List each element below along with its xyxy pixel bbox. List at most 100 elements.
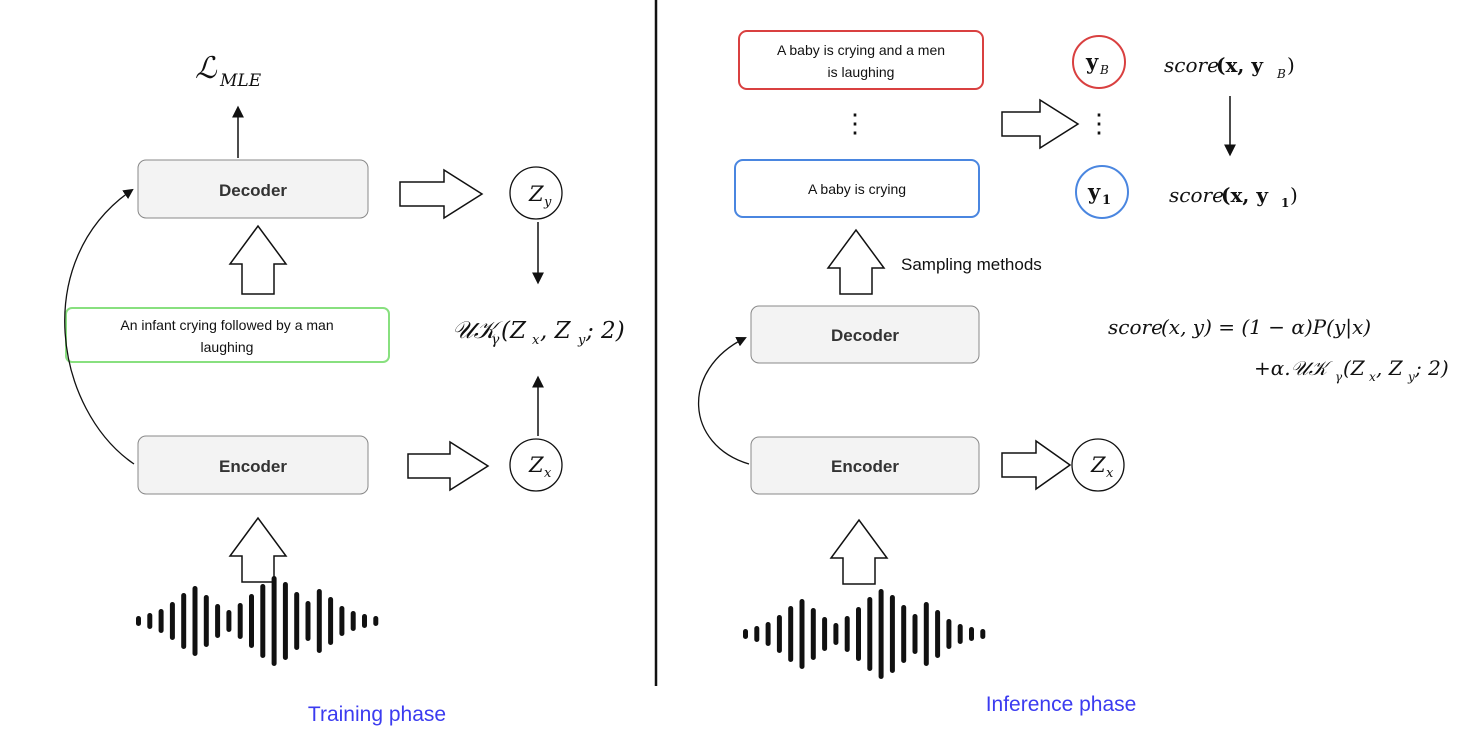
waveform-bar: [980, 629, 986, 639]
waveform-bar: [957, 624, 963, 644]
formula-line2-b: (Z: [1343, 356, 1366, 380]
formula-line2-d: ; 2): [1414, 356, 1449, 380]
score-b-close: ): [1287, 53, 1295, 77]
uk-args-b-sub: y: [577, 333, 586, 348]
waveform-bar: [878, 589, 884, 679]
waveform-bar: [237, 603, 243, 639]
loss-subscript: MLE: [219, 71, 262, 91]
inference-encoder-block: Encoder: [750, 436, 980, 495]
formula-line2-c: , Z: [1376, 356, 1404, 380]
waveform-bar: [294, 592, 300, 650]
inference-decoder-box: [750, 305, 980, 364]
score-1-close: ): [1290, 183, 1298, 207]
waveform-bar: [373, 616, 379, 626]
score-b-args: (x, y: [1216, 53, 1264, 77]
waveform-bar: [754, 626, 760, 642]
training-decoder-block: Decoder: [137, 159, 369, 219]
uk-subscript: γ: [491, 332, 500, 348]
training-encoder-label: Encoder: [219, 457, 287, 476]
yb-node: y B: [1072, 35, 1126, 89]
inference-decoder-label: Decoder: [831, 326, 899, 345]
zy-node: Z y: [509, 166, 563, 220]
inference-encoder-label: Encoder: [831, 457, 899, 476]
waveform-bar: [362, 614, 367, 628]
inference-phase-label: Inference phase: [986, 693, 1137, 716]
waveform-bar: [328, 597, 334, 645]
uk-args-c: ; 2): [585, 318, 625, 344]
waveform-bar: [282, 582, 288, 660]
waveform-bar: [946, 619, 952, 649]
caption-b-line1: A baby is crying and a men: [777, 42, 945, 58]
loss-symbol: ℒ: [195, 51, 218, 86]
inference-skip-arrow: [697, 337, 750, 465]
training-caption-box: [65, 307, 390, 363]
inference-audio-to-encoder-block-arrow: [829, 518, 889, 585]
uk-divergence-formula: 𝒰𝒦 γ (Z x , Z y ; 2): [452, 316, 625, 348]
waveform-bar: [743, 629, 748, 639]
training-caption-line1: An infant crying followed by a man: [120, 317, 333, 333]
training-decoder-box: [137, 159, 369, 219]
score-y1: score (x, y 1 ): [1169, 183, 1298, 210]
waveform-bar: [203, 595, 209, 647]
waveform-bar: [856, 607, 861, 661]
training-zx-node: Z x: [509, 438, 563, 492]
sampling-methods-label: Sampling methods: [901, 255, 1042, 274]
waveform-bar: [339, 606, 345, 636]
inference-decoder-block: Decoder: [750, 305, 980, 364]
yb-subscript: B: [1099, 63, 1109, 77]
score-b-fn: score: [1164, 53, 1219, 77]
training-encoder-block: Encoder: [137, 435, 369, 495]
caption-1-text: A baby is crying: [808, 181, 906, 197]
waveform-bar: [822, 617, 828, 651]
uk-symbol: 𝒰𝒦: [452, 316, 504, 344]
waveform-bar: [833, 623, 839, 645]
caption-to-decoder-block-arrow: [228, 224, 288, 295]
inference-audio-waveform: [743, 589, 986, 679]
waveform-bar: [136, 616, 141, 626]
caption-b-line2: is laughing: [828, 64, 895, 80]
waveform-bar: [249, 594, 254, 648]
formula-line2-sub3: y: [1407, 370, 1415, 384]
waveform-bar: [901, 605, 907, 663]
waveform-bar: [350, 611, 356, 631]
waveform-bar: [169, 602, 175, 640]
waveform-bar: [158, 609, 164, 633]
formula-line1-rest: (x, y) = (1 − α)P(y|x): [1161, 315, 1371, 340]
encoder-to-zx-block-arrow: [407, 440, 490, 492]
waveform-bar: [799, 599, 805, 669]
decoder-to-captions-block-arrow: [826, 228, 886, 295]
caption-1-block: A baby is crying: [734, 159, 980, 218]
waveform-bar: [271, 576, 277, 666]
mle-loss-label: ℒ MLE: [195, 51, 262, 91]
uk-args-a: (Z: [501, 318, 527, 344]
waveform-bar: [889, 595, 895, 673]
formula-line2-sub2: x: [1369, 370, 1376, 384]
waveform-bar: [867, 597, 873, 671]
waveform-bar: [844, 616, 850, 652]
inference-zx-main: Z: [1090, 453, 1106, 477]
waveform-bar: [226, 610, 232, 632]
training-audio-waveform: [136, 576, 379, 666]
inference-zx-node: Z x: [1071, 438, 1125, 492]
score-b-sub: B: [1276, 67, 1286, 81]
captions-to-y-block-arrow: [1001, 98, 1080, 150]
waveform-bar: [923, 602, 929, 666]
caption-b-box: [738, 30, 984, 90]
waveform-bar: [192, 586, 198, 656]
decoder-to-zy-block-arrow: [399, 168, 484, 220]
inference-phase-panel: A baby is crying and a men is laughing ⋮…: [697, 30, 1449, 716]
training-caption-line2: laughing: [201, 339, 254, 355]
audio-to-encoder-block-arrow: [228, 516, 288, 583]
training-zx-main: Z: [528, 453, 544, 477]
score-formula: score (x, y) = (1 − α)P(y|x) +α.𝒰𝒦 γ (Z …: [1108, 315, 1449, 384]
inference-encoder-box: [750, 436, 980, 495]
formula-line2-sub: γ: [1335, 370, 1343, 384]
training-zx-subscript: x: [544, 466, 552, 481]
formula-line1-fn: score: [1108, 315, 1163, 339]
score-1-sub: 1: [1281, 196, 1289, 210]
waveform-bar: [305, 601, 311, 641]
training-decoder-label: Decoder: [219, 181, 287, 200]
waveform-bar: [969, 627, 974, 641]
training-phase-panel: ℒ MLE Decoder Z y 𝒰𝒦 γ (Z x , Z y ; 2: [64, 51, 625, 726]
